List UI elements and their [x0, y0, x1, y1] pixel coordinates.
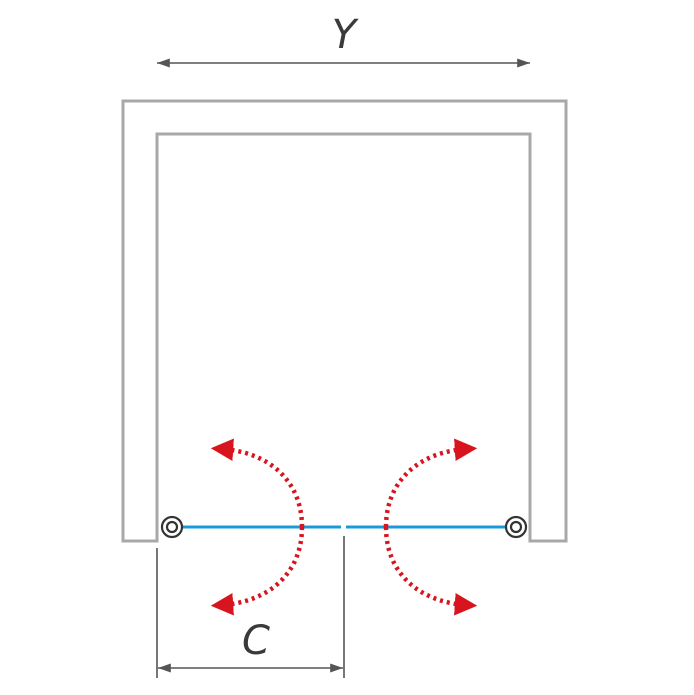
left-hinge-icon: [160, 515, 184, 539]
wall-frame: [121, 99, 568, 543]
right-hinge-icon: [504, 515, 528, 539]
left-swing-inward-arrow-icon: [210, 438, 305, 528]
right-swing-outward-arrow-icon: [383, 526, 478, 616]
right-swing-inward-arrow-icon: [383, 438, 478, 528]
wall-outline: [121, 99, 568, 543]
left-swing-outward-arrow-icon: [210, 526, 305, 616]
swing-arrows: [210, 438, 478, 616]
door-dimension-label: C: [242, 618, 270, 664]
door-dimension: C: [156, 536, 345, 678]
width-dimension-label: Y: [332, 12, 360, 58]
width-dimension: Y: [157, 12, 530, 68]
